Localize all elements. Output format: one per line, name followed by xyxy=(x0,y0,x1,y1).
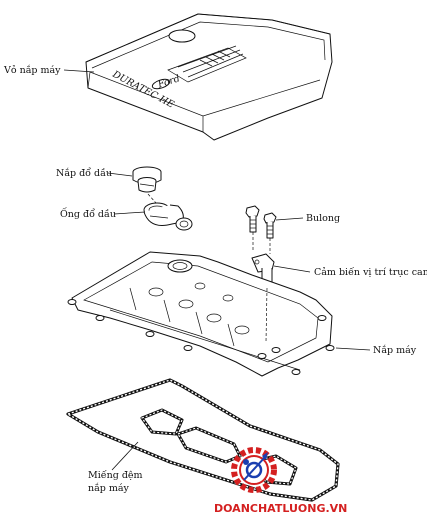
label-camshaft-sensor: Cảm biến vị trí trục cam xyxy=(314,267,427,278)
bolt-right xyxy=(263,212,277,239)
label-valve-cover: Nắp máy xyxy=(373,344,417,356)
leader-lines xyxy=(63,69,371,471)
valve-cover xyxy=(67,251,335,377)
leader-bolt xyxy=(275,217,304,221)
leader-camshaft-sensor xyxy=(273,265,311,273)
oil-filler-tube xyxy=(143,202,193,231)
watermark-text: DOANCHATLUONG.VN xyxy=(214,502,347,515)
oil-filler-cap xyxy=(132,166,162,193)
leader-oil-filler-cap xyxy=(107,172,133,177)
label-engine-cover: Vỏ nắp máy xyxy=(3,64,61,76)
label-gasket-line2: nắp máy xyxy=(88,482,130,494)
gear-logo-icon xyxy=(231,447,277,493)
bolt-left xyxy=(245,205,260,233)
watermark: DOANCHATLUONG.VN xyxy=(214,447,347,515)
engine-cover: Ford DURATEC HE xyxy=(85,13,333,141)
leader-gasket xyxy=(111,441,139,471)
leader-valve-cover xyxy=(335,347,371,351)
label-oil-filler-cap: Nắp đổ dầu xyxy=(56,167,112,179)
label-gasket-line1: Miếng đệm xyxy=(88,470,143,481)
leader-oil-filler-tube xyxy=(113,211,146,215)
ford-oval-icon xyxy=(151,78,171,90)
label-oil-filler-tube: Ống đổ dầu xyxy=(60,207,116,220)
valve-cover-gasket xyxy=(66,378,340,502)
label-bolt: Bulong xyxy=(306,213,340,224)
leader-engine-cover xyxy=(63,69,95,73)
